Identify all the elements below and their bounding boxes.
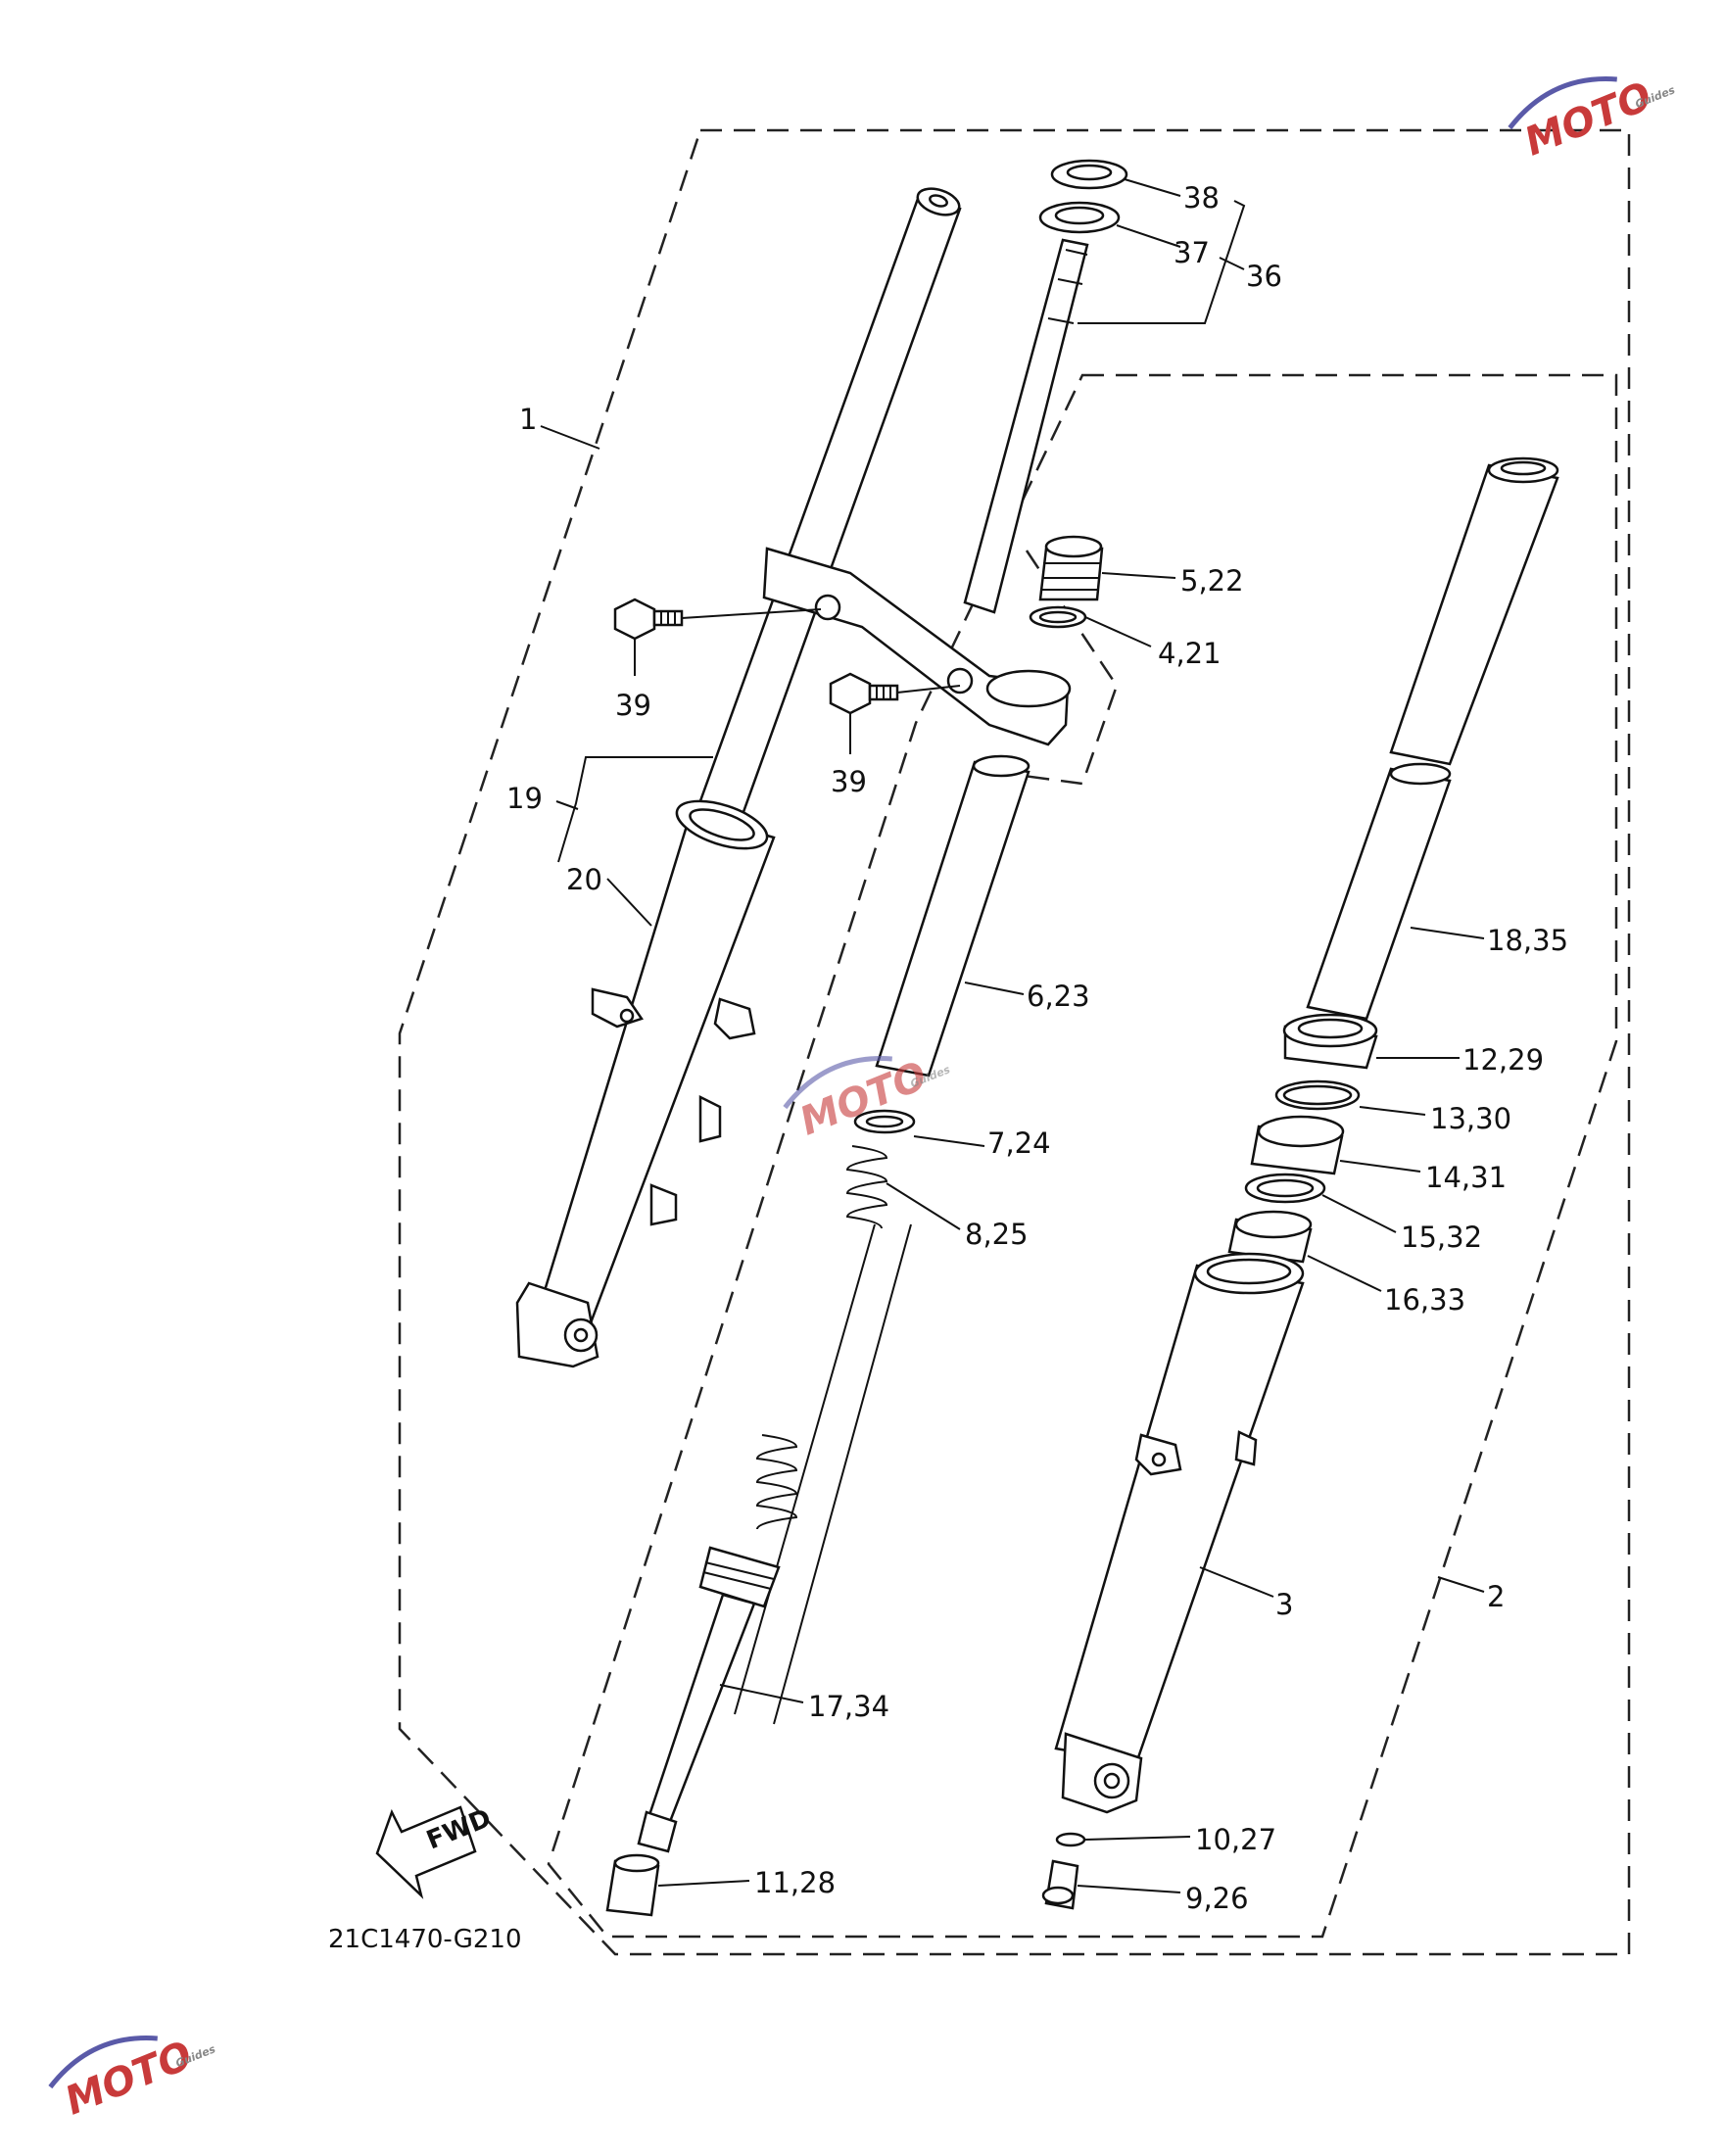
left-fork-assembly	[515, 187, 1089, 1368]
assembly-boundary-inner	[547, 373, 1618, 1939]
leader-lines	[540, 178, 1485, 1893]
callout-37: 37	[1174, 236, 1210, 269]
watermark-bottom-left: MOTO Guides	[48, 2033, 217, 2125]
callout-17-34: 17,34	[808, 1690, 889, 1723]
callout-15-32: 15,32	[1401, 1221, 1482, 1254]
right-inner-tube	[1389, 463, 1559, 766]
callout-16-33: 16,33	[1384, 1283, 1465, 1317]
right-outer-tube	[1054, 1264, 1305, 1765]
spacer-tube	[875, 760, 1030, 1078]
right-fork-assembly	[1041, 456, 1559, 1910]
callout-19: 19	[506, 782, 543, 815]
callout-labels: 38 37 36 1 5,22 4,21 39 39 19 20 6,23 7,…	[328, 181, 1568, 1954]
callout-3: 3	[1275, 1588, 1293, 1621]
callout-14-31: 14,31	[1425, 1161, 1507, 1194]
callout-7-24: 7,24	[987, 1126, 1051, 1160]
callout-12-29: 12,29	[1462, 1043, 1544, 1077]
steering-stem	[963, 238, 1089, 614]
drawing-code: 21C1470-G210	[328, 1925, 522, 1954]
callout-39-upper: 39	[615, 689, 651, 722]
fork-spring	[734, 1145, 912, 1725]
callout-20: 20	[566, 863, 602, 896]
forward-direction-arrow: FWD	[375, 1803, 496, 1899]
callout-11-28: 11,28	[754, 1866, 836, 1899]
callout-2: 2	[1487, 1580, 1505, 1613]
callout-39-lower: 39	[831, 765, 867, 798]
callout-38: 38	[1183, 181, 1220, 215]
callout-18-35: 18,35	[1487, 924, 1568, 957]
clamp-bolt-upper	[613, 598, 822, 676]
callout-36: 36	[1246, 260, 1282, 293]
callout-8-25: 8,25	[965, 1218, 1029, 1251]
cap-parts	[1029, 159, 1128, 629]
watermark-logo-text: MOTO	[1518, 73, 1658, 165]
watermark-logo-text: MOTO	[59, 2033, 199, 2124]
assembly-boundary-outer	[398, 128, 1631, 1956]
under-bracket	[762, 547, 1070, 746]
callout-13-30: 13,30	[1430, 1102, 1511, 1135]
callout-10-27: 10,27	[1195, 1823, 1276, 1856]
watermark-logo-text: MOTO	[793, 1053, 934, 1144]
clamp-bolt-lower	[829, 672, 961, 754]
callout-9-26: 9,26	[1185, 1882, 1249, 1915]
callout-4-21: 4,21	[1158, 637, 1222, 670]
callout-5-22: 5,22	[1180, 564, 1244, 598]
watermark-top-right: MOTO Guides	[1508, 73, 1677, 166]
callout-1: 1	[519, 403, 537, 436]
damper-rod	[637, 1434, 798, 1853]
left-inner-tube	[695, 194, 962, 825]
callout-6-23: 6,23	[1027, 980, 1090, 1013]
